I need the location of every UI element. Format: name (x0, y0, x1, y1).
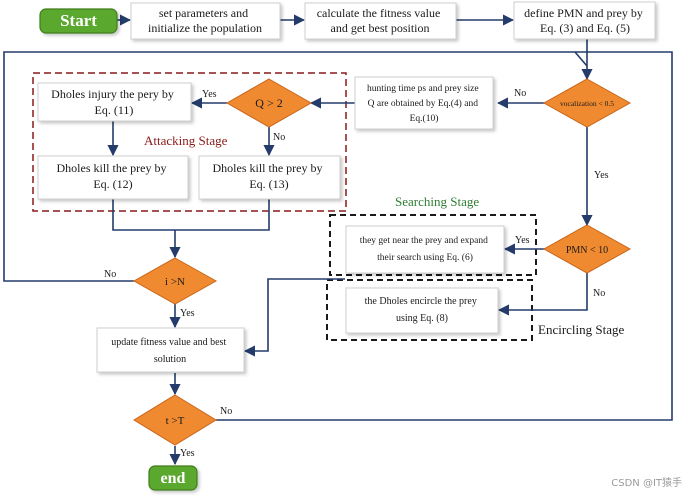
injury-box: Dholes injury the pery by Eq. (11) (37, 82, 192, 122)
define-line1: define PMN and prey by (524, 6, 643, 20)
vocal-label: vocalization < 0.5 (560, 99, 614, 108)
encircle-box: the Dholes encircle the prey using Eq. (… (345, 287, 499, 334)
edge-t-no-loop (216, 51, 673, 421)
hunting-box: hunting time ps and prey size Q are obta… (354, 76, 494, 130)
edge-label-i-no: No (104, 269, 116, 280)
encircling-stage-label: Encircling Stage (538, 322, 625, 337)
injury-line2: Eq. (11) (95, 103, 134, 117)
kill12-line1: Dholes kill the prey by (57, 161, 167, 175)
searching-stage-frame (329, 214, 537, 276)
kill12-line2: Eq. (12) (93, 177, 132, 191)
watermark: CSDN @IT猿手 (611, 476, 682, 489)
kill13-line2: Eq. (13) (249, 177, 288, 191)
fitness-box: calculate the fitness value and get best… (304, 2, 457, 40)
pmn-label: PMN < 10 (566, 245, 608, 256)
kill13-box: Dholes kill the prey by Eq. (13) (198, 155, 341, 200)
svg-text:define PMN and prey by: define PMN and prey by Eq. (3) and Eq. (… (524, 6, 646, 35)
svg-text:update fitness value and best: update fitness value and best solution (111, 337, 228, 365)
init-line1: set parameters and (159, 6, 248, 20)
near-line2: their search using Eq. (6) (377, 252, 473, 263)
encircle-line1: the Dholes encircle the prey (365, 296, 477, 307)
edge-label-t-yes: Yes (180, 448, 195, 459)
hunting-line1: hunting time ps and prey size (367, 84, 479, 94)
injury-line1: Dholes injury the pery by (51, 87, 174, 101)
edge-label-pmn-yes: Yes (515, 235, 530, 246)
svg-text:Dholes kill the prey by: Dholes kill the prey by Eq. (12) (57, 161, 170, 191)
start-terminal: Start (39, 8, 118, 34)
init-line2: initialize the population (148, 21, 262, 35)
svg-text:they get near the prey and exp: they get near the prey and expand their … (360, 236, 491, 263)
define-box: define PMN and prey by Eq. (3) and Eq. (… (513, 1, 656, 40)
svg-text:hunting time ps and prey size: hunting time ps and prey size Q are obta… (367, 84, 481, 124)
edge-label-t-no: No (220, 406, 232, 417)
start-label: Start (60, 11, 97, 30)
svg-text:Dholes kill the prey by: Dholes kill the prey by Eq. (13) (213, 161, 326, 191)
attacking-stage-frame (32, 72, 347, 212)
update-box: update fitness value and best solution (96, 327, 245, 373)
i-label: i >N (165, 276, 185, 288)
svg-text:the Dholes encircle the prey: the Dholes encircle the prey using Eq. (… (365, 296, 480, 324)
q-label: Q > 2 (255, 96, 282, 110)
t-decision: t >T (133, 394, 217, 446)
edge-kill12-merge (112, 199, 175, 231)
encircle-line2: using Eq. (8) (396, 313, 448, 324)
edge-pmn-encircle (497, 272, 588, 316)
edge-label-pmn-no: No (593, 288, 605, 299)
near-line1: they get near the prey and expand (360, 236, 488, 246)
edge-kill13-merge (175, 199, 270, 231)
q-decision: Q > 2 (225, 78, 313, 128)
edge-i-no-loop (3, 51, 588, 282)
init-box: set parameters and initialize the popula… (130, 2, 281, 40)
hunting-line2: Q are obtained by Eq.(4) and (368, 98, 479, 109)
end-terminal: end (148, 465, 198, 491)
svg-text:calculate the fitness value: calculate the fitness value and get best… (317, 6, 444, 35)
hunting-line3: Eq.(10) (410, 113, 439, 124)
edge-stages-update (243, 278, 345, 357)
searching-stage-label: Searching Stage (395, 194, 479, 209)
pmn-decision: PMN < 10 (542, 224, 632, 274)
edge-label-i-yes: Yes (180, 308, 195, 319)
svg-text:set parameters and initi: set parameters and initialize the popula… (148, 6, 262, 35)
edge-label-vocal-no: No (514, 88, 526, 99)
edges (3, 14, 673, 466)
i-decision: i >N (132, 257, 218, 305)
end-label: end (161, 470, 186, 487)
vocal-decision: vocalization < 0.5 (542, 78, 632, 128)
kill13-line1: Dholes kill the prey by (213, 161, 323, 175)
update-line1: update fitness value and best (111, 337, 226, 348)
attacking-stage-label: Attacking Stage (144, 133, 228, 148)
update-line2: solution (154, 354, 186, 365)
edge-label-vocal-yes: Yes (594, 170, 609, 181)
edge-label-q-yes: Yes (202, 89, 217, 100)
t-label: t >T (166, 415, 185, 427)
edge-label-q-no: No (273, 132, 285, 143)
kill12-box: Dholes kill the prey by Eq. (12) (37, 155, 189, 200)
fitness-line2: and get best position (331, 21, 430, 35)
near-box: they get near the prey and expand their … (345, 225, 505, 274)
svg-text:Dholes injury the pery by: Dholes injury the pery by Eq. (11) (51, 87, 177, 117)
fitness-line1: calculate the fitness value (317, 6, 441, 20)
define-line2: Eq. (3) and Eq. (5) (540, 21, 630, 35)
